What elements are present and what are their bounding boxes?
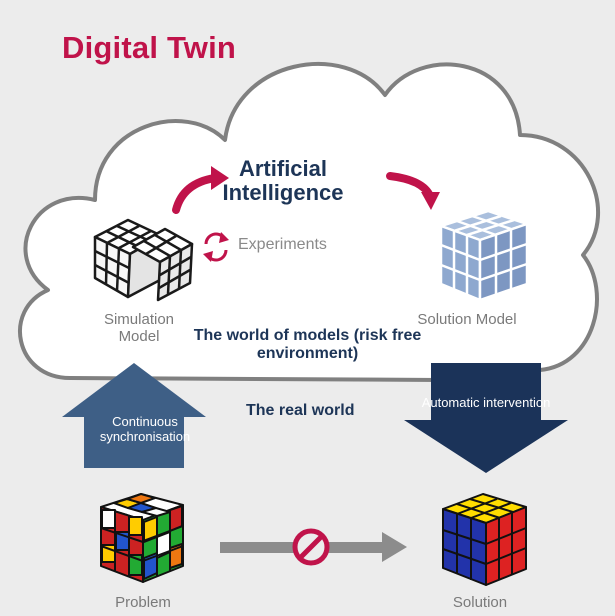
refresh-cycle-icon (203, 232, 229, 262)
automatic-intervention-label: Automatic intervention (421, 395, 551, 410)
real-world-label: The real world (246, 402, 355, 419)
prohibited-icon (292, 528, 330, 566)
sync-up-arrow (62, 363, 206, 468)
rubiks-cube-icon (442, 493, 527, 586)
rubiks-cube-icon (93, 218, 194, 302)
rubiks-cube-icon (100, 493, 184, 583)
world-of-models-label: The world of models (risk free environme… (193, 327, 422, 362)
problem-label: Problem (115, 594, 171, 611)
solution-label: Solution (452, 594, 508, 611)
page-title: Digital Twin (62, 30, 237, 65)
rubiks-cube-icon (439, 209, 529, 302)
curved-arrow-icon (386, 172, 440, 210)
experiments-label: Experiments (238, 236, 327, 253)
simulation-model-label: Simulation Model (103, 311, 175, 345)
ai-label: Artificial Intelligence (222, 156, 344, 205)
intervention-down-arrow (404, 363, 568, 473)
continuous-sync-label: Continuous synchronisation (99, 414, 191, 444)
curved-arrow-icon (172, 166, 229, 214)
cloud-shape (18, 62, 601, 382)
solution-model-label: Solution Model (417, 311, 517, 328)
